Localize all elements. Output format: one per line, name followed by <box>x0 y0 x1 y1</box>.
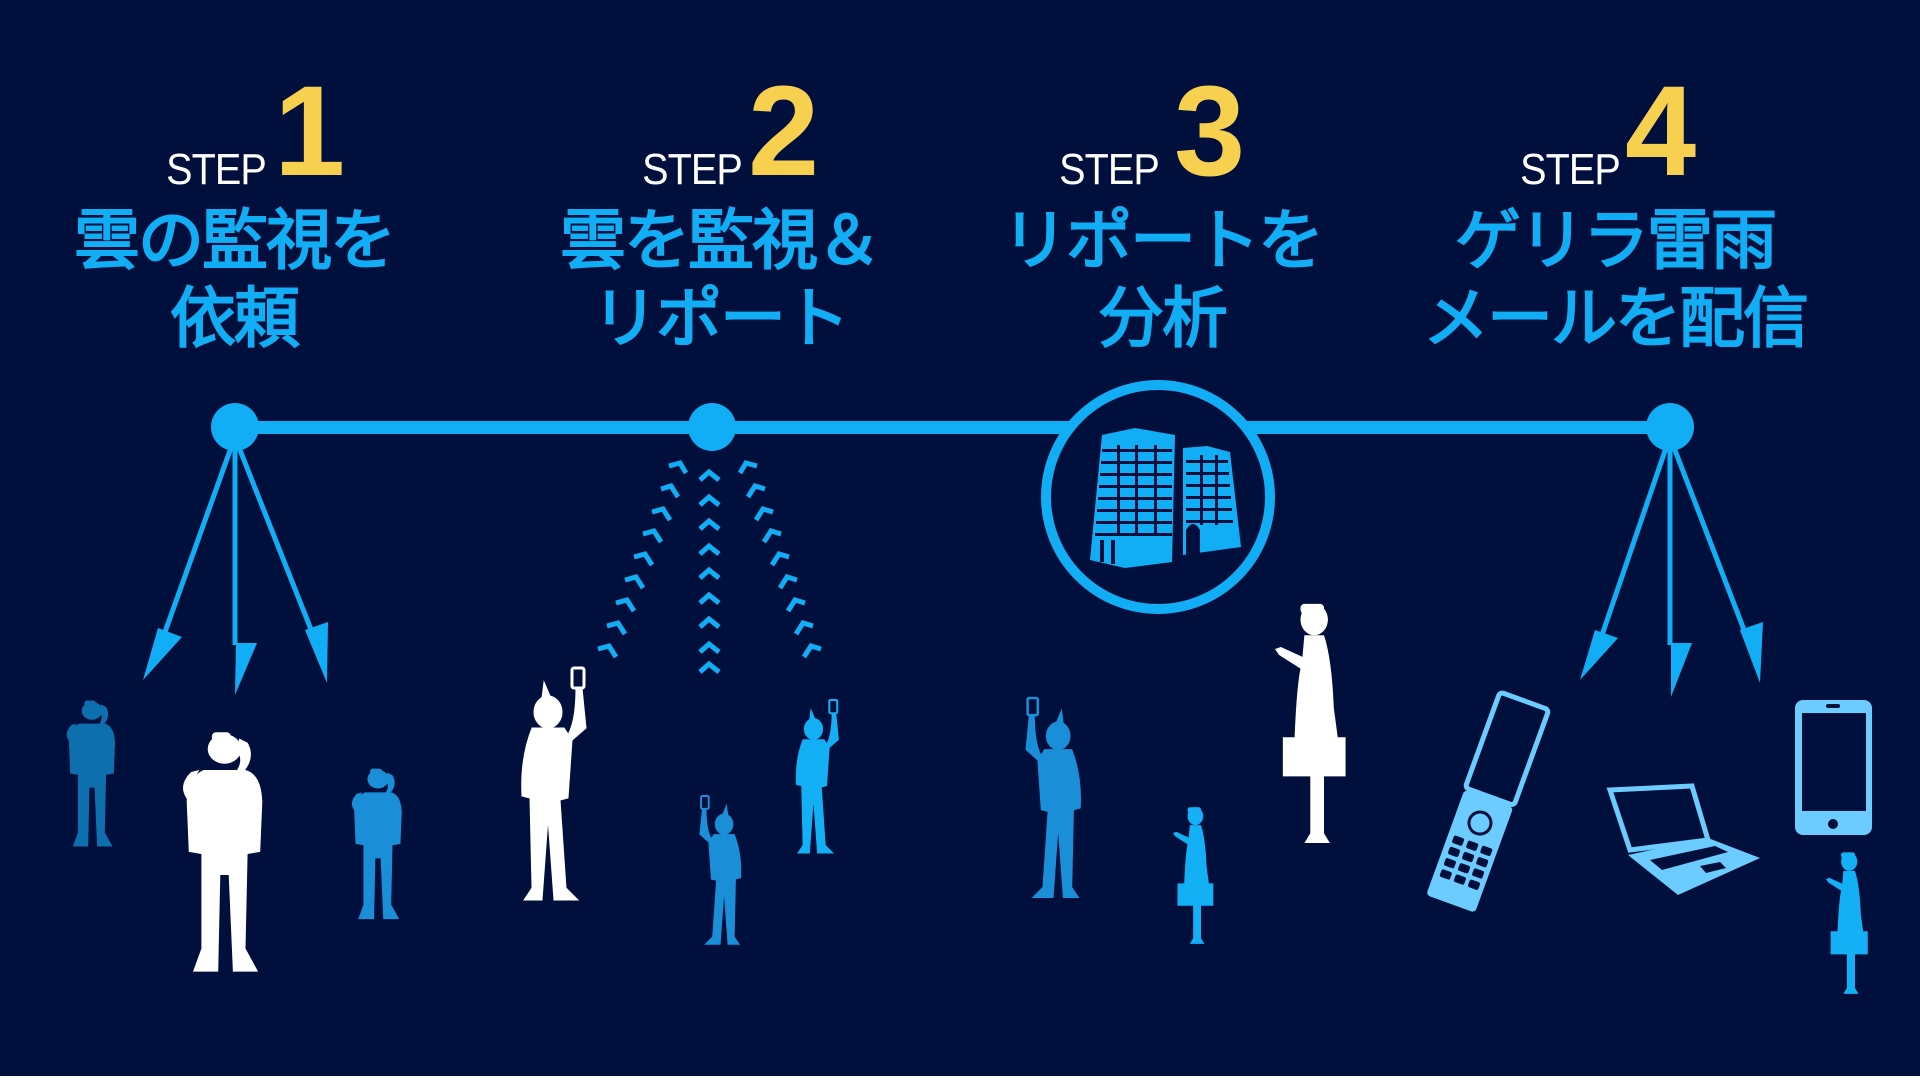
step-label: STEP <box>642 145 743 194</box>
step-title-line: 雲を監視＆ <box>560 202 882 279</box>
step-title-line: 依頼 <box>170 280 300 357</box>
step-4-header: STEP 4 <box>1385 68 1845 196</box>
step-number: 3 <box>1174 60 1246 203</box>
step-number: 2 <box>748 60 820 203</box>
office-building-icon <box>1041 380 1275 614</box>
step-title: ゲリラ雷雨 メールを配信 <box>1385 202 1845 358</box>
phone-photo-person-icon <box>698 795 742 946</box>
step-title-line: メールを配信 <box>1423 280 1809 357</box>
step-label: STEP <box>166 145 267 194</box>
step-title: 雲を監視＆ リポート <box>490 202 950 358</box>
step-1-header: STEP 1 <box>4 68 464 196</box>
step-2-header: STEP 2 <box>490 68 950 196</box>
step-title-line: 雲の監視を <box>74 202 396 279</box>
step-title-line: リポート <box>592 280 850 357</box>
step-4: STEP 4 ゲリラ雷雨 メールを配信 <box>1385 68 1845 358</box>
phone-reading-woman-icon <box>1275 603 1346 844</box>
smartphone-icon <box>1795 700 1872 835</box>
binoculars-person-icon <box>66 700 116 847</box>
step-title-line: 分析 <box>1098 280 1228 357</box>
laptop-icon <box>1606 783 1760 895</box>
phone-photo-person-icon <box>520 666 588 902</box>
step-title-line: ゲリラ雷雨 <box>1455 202 1777 279</box>
binoculars-person-icon <box>351 768 402 920</box>
step-3: STEP 3 リポートを 分析 <box>932 68 1392 358</box>
step-title: 雲の監視を 依頼 <box>4 202 464 358</box>
broadcast-arrows-icon <box>1580 444 1763 697</box>
step-label: STEP <box>1059 145 1160 194</box>
timeline-line <box>235 421 1670 434</box>
step-label: STEP <box>1520 145 1621 194</box>
flip-phone-icon <box>1427 690 1551 912</box>
step-number: 4 <box>1625 60 1697 203</box>
phone-photo-person-icon <box>1024 696 1082 899</box>
step-title: リポートを 分析 <box>932 202 1392 358</box>
phone-photo-person-icon <box>795 699 840 855</box>
phone-reading-woman-icon <box>1826 852 1868 994</box>
timeline-node-2 <box>688 403 736 451</box>
step-title-line: リポートを <box>1002 202 1324 279</box>
step-1: STEP 1 雲の監視を 依頼 <box>4 68 464 358</box>
step-3-header: STEP 3 <box>932 68 1392 196</box>
upload-chevrons-icon <box>597 460 822 674</box>
broadcast-arrows-icon <box>143 444 328 695</box>
step-number: 1 <box>274 60 346 203</box>
step-2: STEP 2 雲を監視＆ リポート <box>490 68 950 358</box>
timeline-node-4 <box>1646 403 1694 451</box>
phone-reading-woman-icon <box>1173 807 1214 944</box>
binoculars-person-icon <box>182 732 263 972</box>
timeline-node-1 <box>211 403 259 451</box>
